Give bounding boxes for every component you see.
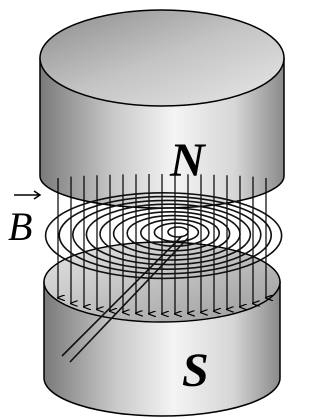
field-label: B <box>8 204 32 249</box>
coil-loop <box>140 218 210 248</box>
coil-loop <box>58 195 272 275</box>
coil-loop <box>85 203 252 266</box>
coil-loop <box>72 199 262 270</box>
north-magnet: N <box>39 9 285 209</box>
lead-wire-inner <box>69 237 189 363</box>
lead-wire-outer <box>61 235 183 357</box>
coil-loop <box>153 222 200 243</box>
coil-loop <box>44 192 283 280</box>
field-label-group: B <box>8 190 42 249</box>
coil-loop <box>167 226 189 238</box>
coil-loop <box>126 214 220 252</box>
south-pole-label: S <box>182 344 209 397</box>
coil-loop <box>99 207 241 261</box>
coil-lead-wires <box>61 235 189 363</box>
north-magnet-top-face <box>39 9 285 107</box>
vector-arrow-icon <box>14 190 42 200</box>
